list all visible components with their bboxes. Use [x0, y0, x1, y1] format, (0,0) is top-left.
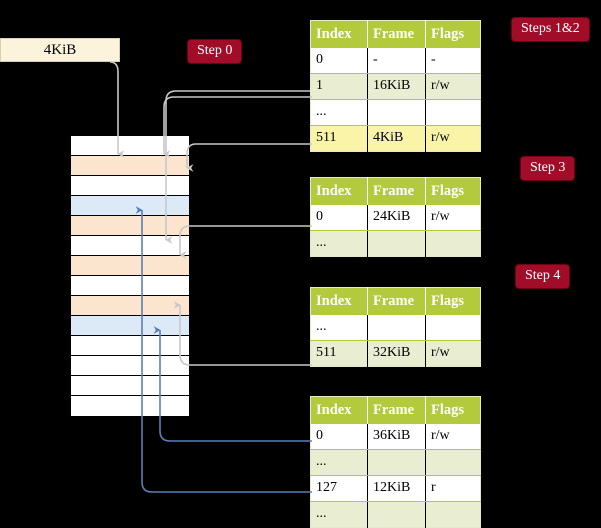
cell-index: ... — [310, 99, 368, 126]
cell-flags — [425, 230, 481, 257]
cell-index: ... — [310, 230, 368, 257]
cell-flags — [425, 449, 481, 476]
memory-cell-12 — [71, 376, 189, 396]
column-header-frame: Frame — [367, 177, 426, 205]
memory-column — [70, 135, 190, 416]
cell-frame — [367, 449, 426, 476]
memory-cell-13 — [71, 396, 189, 416]
memory-cell-0 — [71, 136, 189, 156]
cell-flags: r/w — [425, 205, 481, 231]
source-frame-box: 4KiB — [0, 38, 120, 62]
cell-frame — [367, 230, 426, 257]
memory-cell-9 — [71, 316, 189, 336]
cell-index: 0 — [310, 48, 368, 74]
cell-flags — [425, 99, 481, 126]
cell-flags: r/w — [425, 125, 481, 152]
cell-index: 127 — [310, 475, 368, 502]
cell-index: 0 — [310, 205, 368, 231]
badge-step-3: Step 3 — [521, 157, 575, 180]
cell-index: 511 — [310, 125, 368, 152]
memory-cell-2 — [71, 176, 189, 196]
cell-frame: 36KiB — [367, 424, 426, 450]
cell-frame — [367, 501, 426, 528]
cell-index: ... — [310, 315, 368, 341]
memory-cell-7 — [71, 276, 189, 296]
column-header-index: Index — [310, 287, 368, 315]
badge-step-0: Step 0 — [188, 40, 242, 63]
column-header-flags: Flags — [425, 177, 481, 205]
wire-steps-1-2-b — [186, 143, 312, 172]
memory-cell-10 — [71, 336, 189, 356]
cell-flags — [425, 501, 481, 528]
badge-step-4: Step 4 — [516, 265, 570, 288]
memory-cell-3 — [71, 196, 189, 216]
wire-step-4 — [173, 301, 312, 366]
memory-cell-1 — [71, 156, 189, 176]
badge-steps-1-2: Steps 1&2 — [512, 18, 589, 41]
cell-index: ... — [310, 449, 368, 476]
cell-index: ... — [310, 501, 368, 528]
cell-flags: - — [425, 48, 481, 74]
memory-cell-4 — [71, 216, 189, 236]
memory-cell-5 — [71, 236, 189, 256]
table-row[interactable]: ... — [310, 99, 481, 126]
table-row[interactable]: ... — [310, 449, 481, 476]
column-header-index: Index — [310, 20, 368, 48]
cell-frame: 12KiB — [367, 475, 426, 502]
table-row[interactable]: ... — [310, 501, 481, 528]
column-header-flags: Flags — [425, 287, 481, 315]
column-header-frame: Frame — [367, 287, 426, 315]
table-row[interactable]: ... — [310, 230, 481, 257]
column-header-flags: Flags — [425, 396, 481, 424]
column-header-flags: Flags — [425, 20, 481, 48]
cell-frame: 32KiB — [367, 340, 426, 367]
cell-flags: r/w — [425, 73, 481, 100]
cell-index: 0 — [310, 424, 368, 450]
cell-index: 1 — [310, 73, 368, 100]
cell-frame — [367, 315, 426, 341]
memory-cell-11 — [71, 356, 189, 376]
cell-flags: r — [425, 475, 481, 502]
cell-frame: - — [367, 48, 426, 74]
column-header-frame: Frame — [367, 20, 426, 48]
cell-frame — [367, 99, 426, 126]
column-header-index: Index — [310, 177, 368, 205]
cell-flags: r/w — [425, 424, 481, 450]
memory-cell-8 — [71, 296, 189, 316]
cell-frame: 24KiB — [367, 205, 426, 231]
table-row[interactable]: ... — [310, 315, 481, 341]
cell-index: 511 — [310, 340, 368, 367]
table-row[interactable]: 0-- — [310, 48, 481, 74]
memory-cell-6 — [71, 256, 189, 276]
wire-step-3 — [179, 225, 312, 259]
column-header-index: Index — [310, 396, 368, 424]
cell-frame: 16KiB — [367, 73, 426, 100]
cell-flags — [425, 315, 481, 341]
cell-flags: r/w — [425, 340, 481, 367]
cell-frame: 4KiB — [367, 125, 426, 152]
column-header-frame: Frame — [367, 396, 426, 424]
